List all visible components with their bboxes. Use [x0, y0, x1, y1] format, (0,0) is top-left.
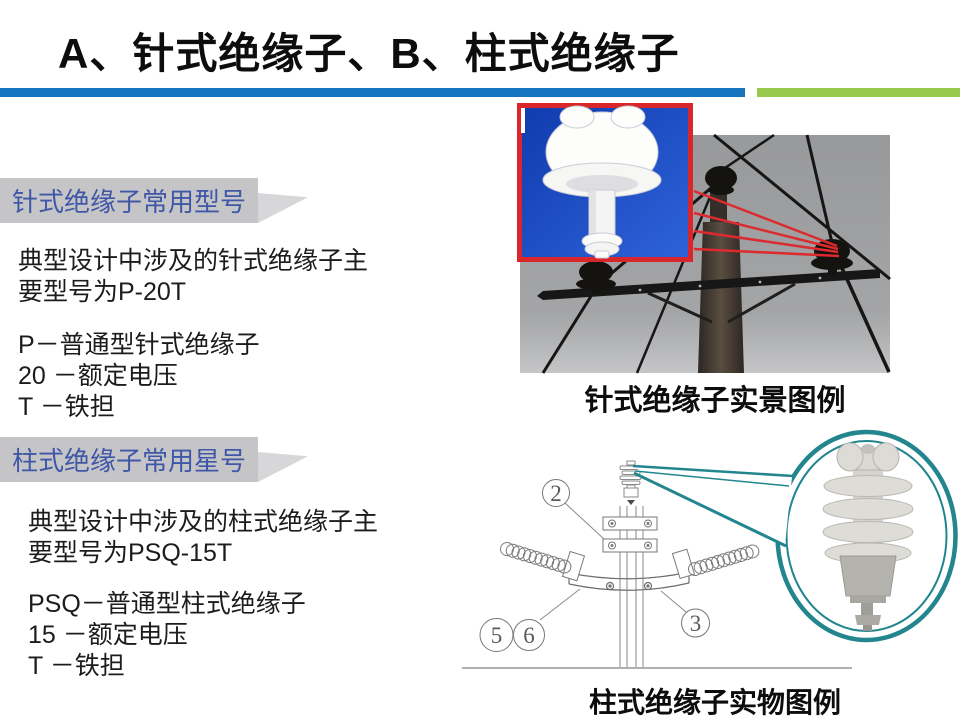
- banner-fold-icon: [258, 193, 308, 223]
- banner-pin-insulator-models: 针式绝缘子常用型号: [0, 178, 308, 223]
- callout-number-5: 5: [491, 623, 503, 648]
- banner-fold-icon: [258, 452, 308, 482]
- post-code-legend: PSQ－普通型柱式绝缘子 15 －额定电压 T －铁担: [28, 589, 306, 682]
- title-divider-blue: [0, 88, 745, 97]
- callout-circle-6: [513, 619, 545, 651]
- right-tie-coil: [671, 544, 760, 580]
- pole-top-insulator-silhouette: [705, 166, 737, 195]
- diagram-linework: [462, 460, 852, 669]
- callout-circle-3: [681, 608, 710, 638]
- banner-post-insulator-models: 柱式绝缘子常用星号: [0, 437, 308, 482]
- text-line: T －铁担: [18, 393, 115, 421]
- text-line: 要型号为P-20T: [18, 278, 187, 306]
- pin-photo-caption: 针式绝缘子实景图例: [584, 385, 846, 417]
- pin-insulator-zoom-inset: [517, 103, 693, 262]
- banner-post-label: 柱式绝缘子常用星号: [12, 447, 247, 476]
- text-line: 要型号为PSQ-15T: [28, 539, 233, 567]
- callout-numbers: 2 5 6 3: [491, 481, 702, 648]
- post-insulator-photo-drawing: [822, 442, 914, 631]
- title-divider-green: [757, 88, 960, 97]
- text-line: T －铁担: [28, 652, 125, 680]
- page-title: A、针式绝缘子、B、柱式绝缘子: [58, 30, 680, 77]
- banner-pin-label: 针式绝缘子常用型号: [12, 188, 247, 217]
- pin-code-legend: P－普通型针式绝缘子 20 －额定电压 T －铁担: [18, 330, 260, 423]
- text-line: P－普通型针式绝缘子: [18, 331, 260, 359]
- inset-cursor-mark: [521, 108, 525, 133]
- text-line: PSQ－普通型柱式绝缘子: [28, 590, 306, 618]
- leader-line: [539, 588, 581, 621]
- leader-line: [564, 502, 605, 540]
- power-wires: [541, 133, 891, 374]
- teal-callout-wedge: [632, 464, 794, 548]
- left-insulator-silhouette: [576, 261, 616, 294]
- post-insulator-diagram-figure: 2 5 6 3: [462, 429, 958, 669]
- curved-crossarm: [568, 571, 690, 591]
- left-tie-coil: [500, 542, 586, 582]
- post-insulator-oval-inset: [775, 429, 958, 643]
- white-pin-insulator-drawing: [542, 105, 662, 259]
- crossarm: [537, 269, 880, 300]
- text-line: 20 －额定电压: [18, 362, 178, 390]
- post-intro-paragraph: 典型设计中涉及的柱式绝缘子主 要型号为PSQ-15T: [28, 507, 378, 569]
- crossarm-bolt-holes: [638, 276, 822, 292]
- pin-insulator-photo-figure: [517, 103, 891, 374]
- callout-circle-2: [542, 479, 570, 507]
- callout-number-6: 6: [523, 623, 535, 648]
- red-callout-lines: [693, 189, 840, 258]
- callout-number-3: 3: [690, 611, 702, 636]
- text-line: 15 －额定电压: [28, 621, 188, 649]
- post-diagram-caption: 柱式绝缘子实物图例: [588, 687, 841, 718]
- pin-intro-paragraph: 典型设计中涉及的针式绝缘子主 要型号为P-20T: [18, 246, 368, 308]
- text-line: 典型设计中涉及的柱式绝缘子主: [28, 508, 379, 536]
- pole-lines: [619, 506, 644, 667]
- diagram-post-insulator: [619, 460, 642, 505]
- crossarm-brace: [727, 282, 796, 324]
- text-line: 典型设计中涉及的针式绝缘子主: [18, 247, 369, 275]
- utility-pole: [698, 222, 744, 373]
- callout-number-2: 2: [550, 481, 562, 506]
- mounting-plates: [602, 516, 658, 553]
- leader-line: [660, 590, 687, 613]
- crossarm-brace: [647, 291, 713, 324]
